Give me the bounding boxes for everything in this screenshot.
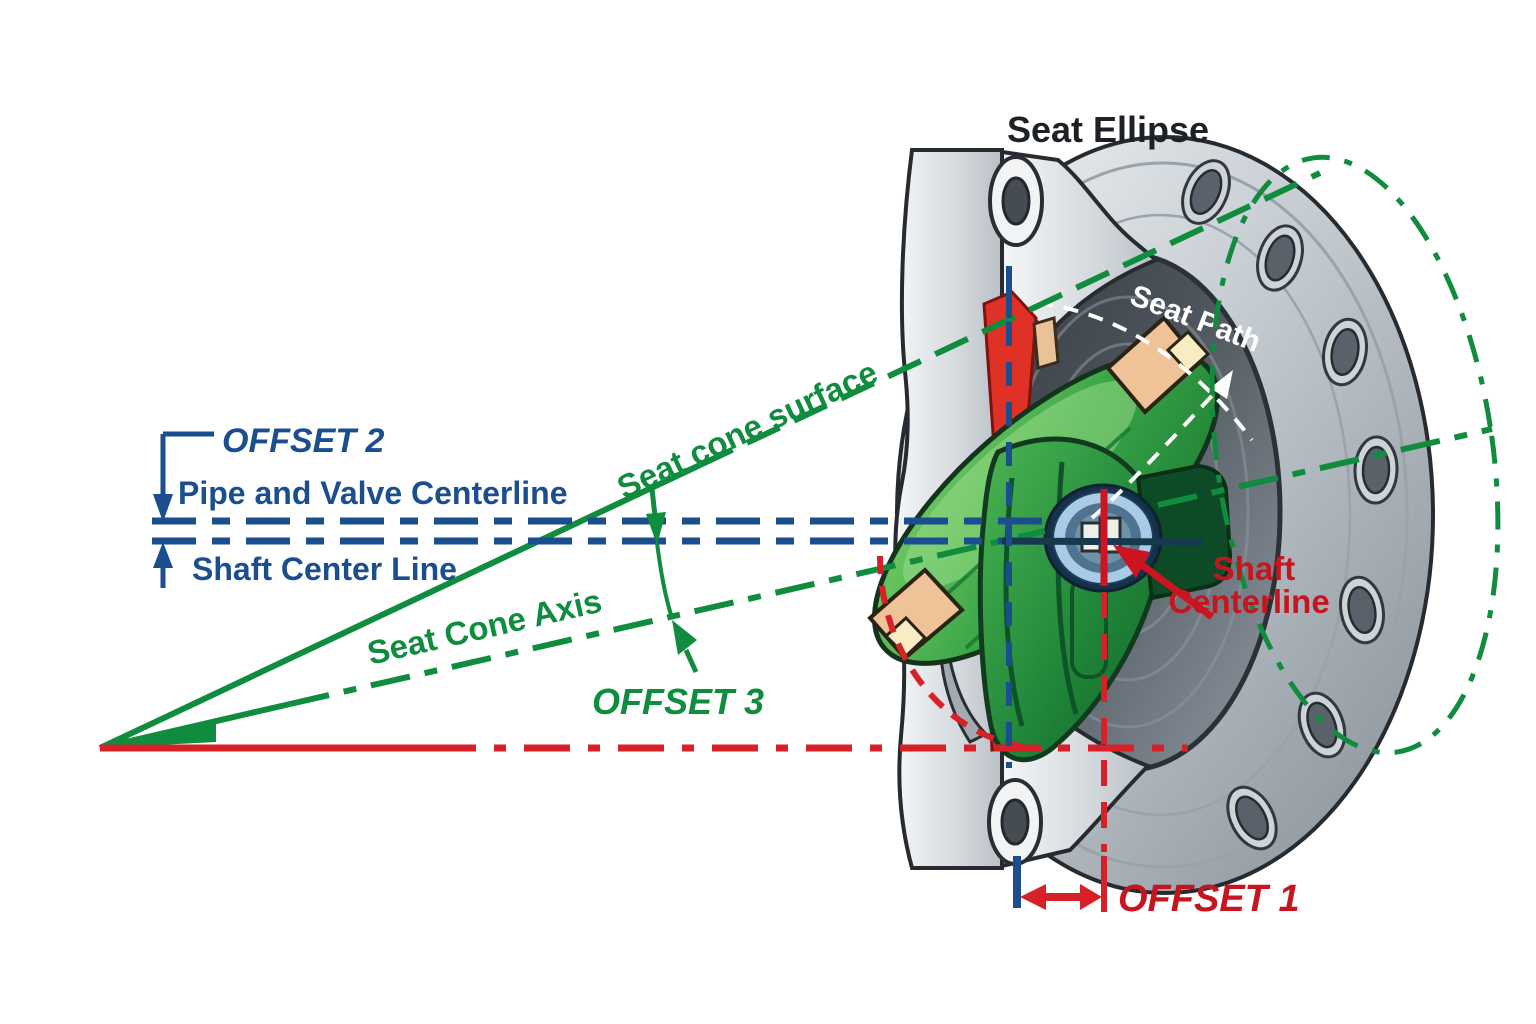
shaft-centerline-label-line1: Shaft bbox=[1213, 550, 1296, 587]
offset1-label: OFFSET 1 bbox=[1118, 878, 1300, 920]
bolt-hole bbox=[1226, 785, 1278, 851]
seat-cone-surface-label: Seat cone surface bbox=[611, 353, 883, 506]
offset3-curve bbox=[655, 542, 674, 619]
shaft-centerline-label-line2: Centerline bbox=[1168, 583, 1329, 620]
bottom-shaft-boss bbox=[987, 778, 1043, 866]
bolt-hole bbox=[1339, 575, 1385, 645]
shaft-centerline-pointer bbox=[1113, 545, 1215, 620]
bolt-hole bbox=[1256, 224, 1304, 292]
shaft-center-line-label: Shaft Center Line bbox=[192, 551, 457, 587]
offset2-dimension bbox=[153, 431, 214, 588]
seat-path-arc bbox=[1037, 301, 1254, 442]
shaft-key bbox=[1080, 521, 1102, 553]
bolt-hole bbox=[1181, 159, 1231, 225]
seat-cone-axis-line-dashed-right bbox=[1157, 426, 1493, 508]
hub-boss bbox=[1135, 463, 1233, 601]
offset1-dimension bbox=[1020, 884, 1102, 910]
offset2-label: OFFSET 2 bbox=[222, 422, 385, 460]
right-arrowhead bbox=[1080, 884, 1102, 910]
seat-path-arrow-arc bbox=[1090, 383, 1224, 520]
offset3-label: OFFSET 3 bbox=[592, 681, 764, 722]
disc-assembly bbox=[867, 290, 1233, 763]
top-shaft-boss bbox=[988, 155, 1044, 247]
seat-cone-surface-line bbox=[98, 462, 702, 751]
seat-cone-surface-line-dashed bbox=[698, 170, 1322, 468]
bolt-hole bbox=[1353, 435, 1399, 505]
seat-laminate-upper bbox=[1032, 316, 1060, 370]
seat-path-arrowhead bbox=[1210, 370, 1233, 399]
pointer-arrowhead bbox=[1113, 545, 1150, 578]
up-left-arrowhead bbox=[672, 620, 697, 655]
down-arrowhead bbox=[153, 494, 173, 522]
bolt-hole bbox=[1322, 317, 1368, 387]
seat-cone-axis-line bbox=[99, 701, 291, 751]
seat-cone-axis-line-dashed bbox=[289, 528, 1046, 707]
down-arrowhead bbox=[646, 512, 666, 545]
seat-ellipse-label: Seat Ellipse bbox=[1007, 109, 1209, 150]
hub-rib bbox=[1055, 461, 1079, 715]
offset3-dimension bbox=[646, 488, 699, 674]
pipe-valve-centerline-label: Pipe and Valve Centerline bbox=[178, 475, 567, 511]
flange-bolt-holes bbox=[1181, 159, 1399, 851]
seat-retainer bbox=[939, 647, 989, 744]
left-arrowhead bbox=[1020, 884, 1046, 910]
bolt-hole bbox=[1297, 691, 1347, 759]
up-arrowhead bbox=[153, 542, 173, 568]
